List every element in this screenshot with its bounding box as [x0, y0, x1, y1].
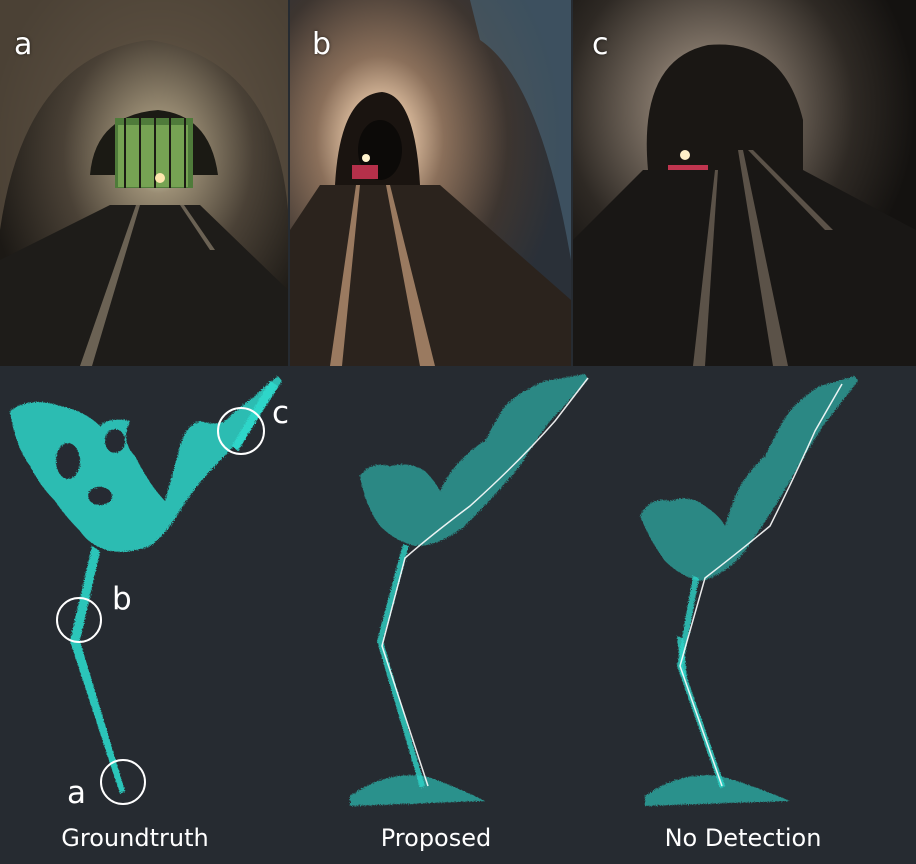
caption-proposed: Proposed	[380, 824, 492, 852]
photo-label-c: c	[592, 27, 609, 62]
photo-label-b: b	[312, 27, 332, 62]
photo-label-a: a	[14, 27, 33, 62]
marker-circle-c	[217, 407, 265, 455]
marker-circle-a	[100, 759, 146, 805]
caption-no-detection: No Detection	[664, 824, 822, 852]
proposed-trajectory	[381, 377, 589, 787]
caption-groundtruth: Groundtruth	[61, 824, 209, 852]
proposed-map	[350, 374, 588, 806]
marker-circle-b	[56, 597, 102, 643]
tunnel-photo-a	[0, 0, 288, 366]
tunnel-photo-b	[290, 0, 571, 366]
map-marker-label-c: c	[272, 395, 290, 431]
point-cloud-maps	[10, 374, 858, 806]
map-marker-label-a: a	[67, 775, 86, 811]
tunnel-photo-c	[573, 0, 916, 366]
map-marker-label-b: b	[112, 581, 132, 617]
no-detection-trajectory	[679, 383, 843, 787]
no-detection-map	[640, 376, 858, 806]
groundtruth-map	[10, 376, 282, 794]
